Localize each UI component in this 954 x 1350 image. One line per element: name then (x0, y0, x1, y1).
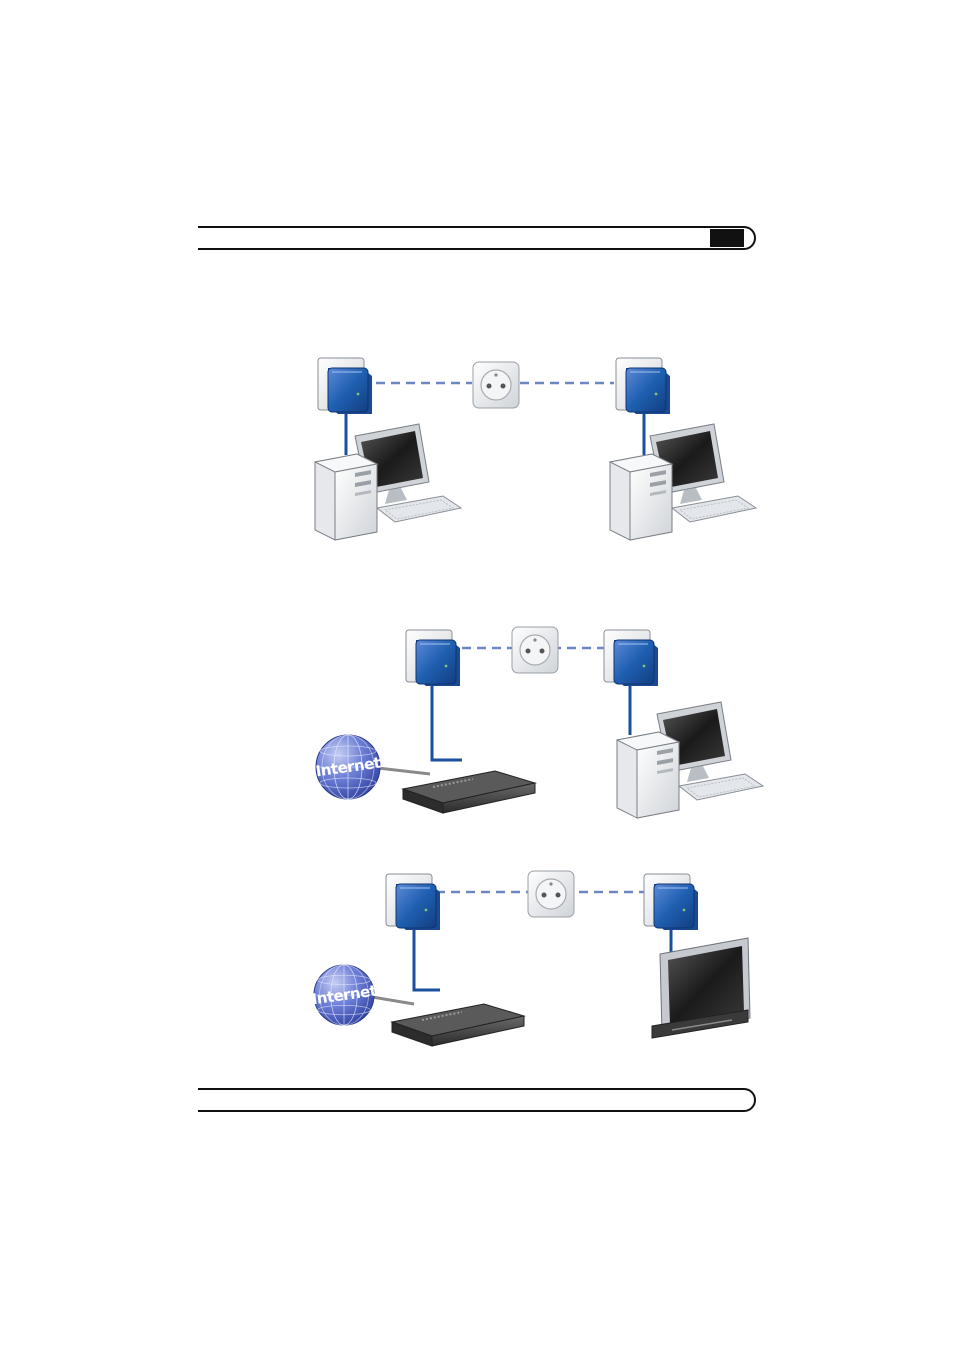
ethernet-cable (412, 926, 440, 992)
page-tab-marker (710, 229, 744, 247)
router-icon (402, 770, 536, 814)
desktop-pc-icon (609, 423, 757, 541)
diagram-router-to-pc: Internet (315, 626, 764, 819)
wall-socket-icon (511, 626, 559, 674)
desktop-pc-icon (314, 423, 462, 541)
flat-tv-icon (651, 937, 751, 1039)
powerline-adapter-icon (385, 873, 441, 931)
internet-globe-icon: Internet (311, 964, 378, 1026)
footer-bar (198, 1088, 756, 1112)
powerline-adapter-icon (405, 629, 461, 687)
dsl-cable (371, 995, 415, 1006)
wall-socket-icon (472, 361, 520, 409)
dsl-cable (377, 766, 431, 776)
desktop-pc-icon (616, 701, 764, 819)
router-icon (391, 1003, 525, 1047)
header-bar (198, 226, 756, 250)
diagram-pc-to-pc (314, 357, 757, 541)
powerline-adapter-icon (643, 873, 699, 931)
wall-socket-icon (527, 870, 575, 918)
powerline-adapter-icon (615, 357, 671, 415)
ethernet-cable (430, 684, 462, 762)
internet-globe-icon: Internet (315, 734, 382, 800)
powerline-adapter-icon (603, 629, 659, 687)
diagram-router-to-tv: Internet (311, 870, 751, 1047)
powerline-adapter-icon (317, 357, 373, 415)
